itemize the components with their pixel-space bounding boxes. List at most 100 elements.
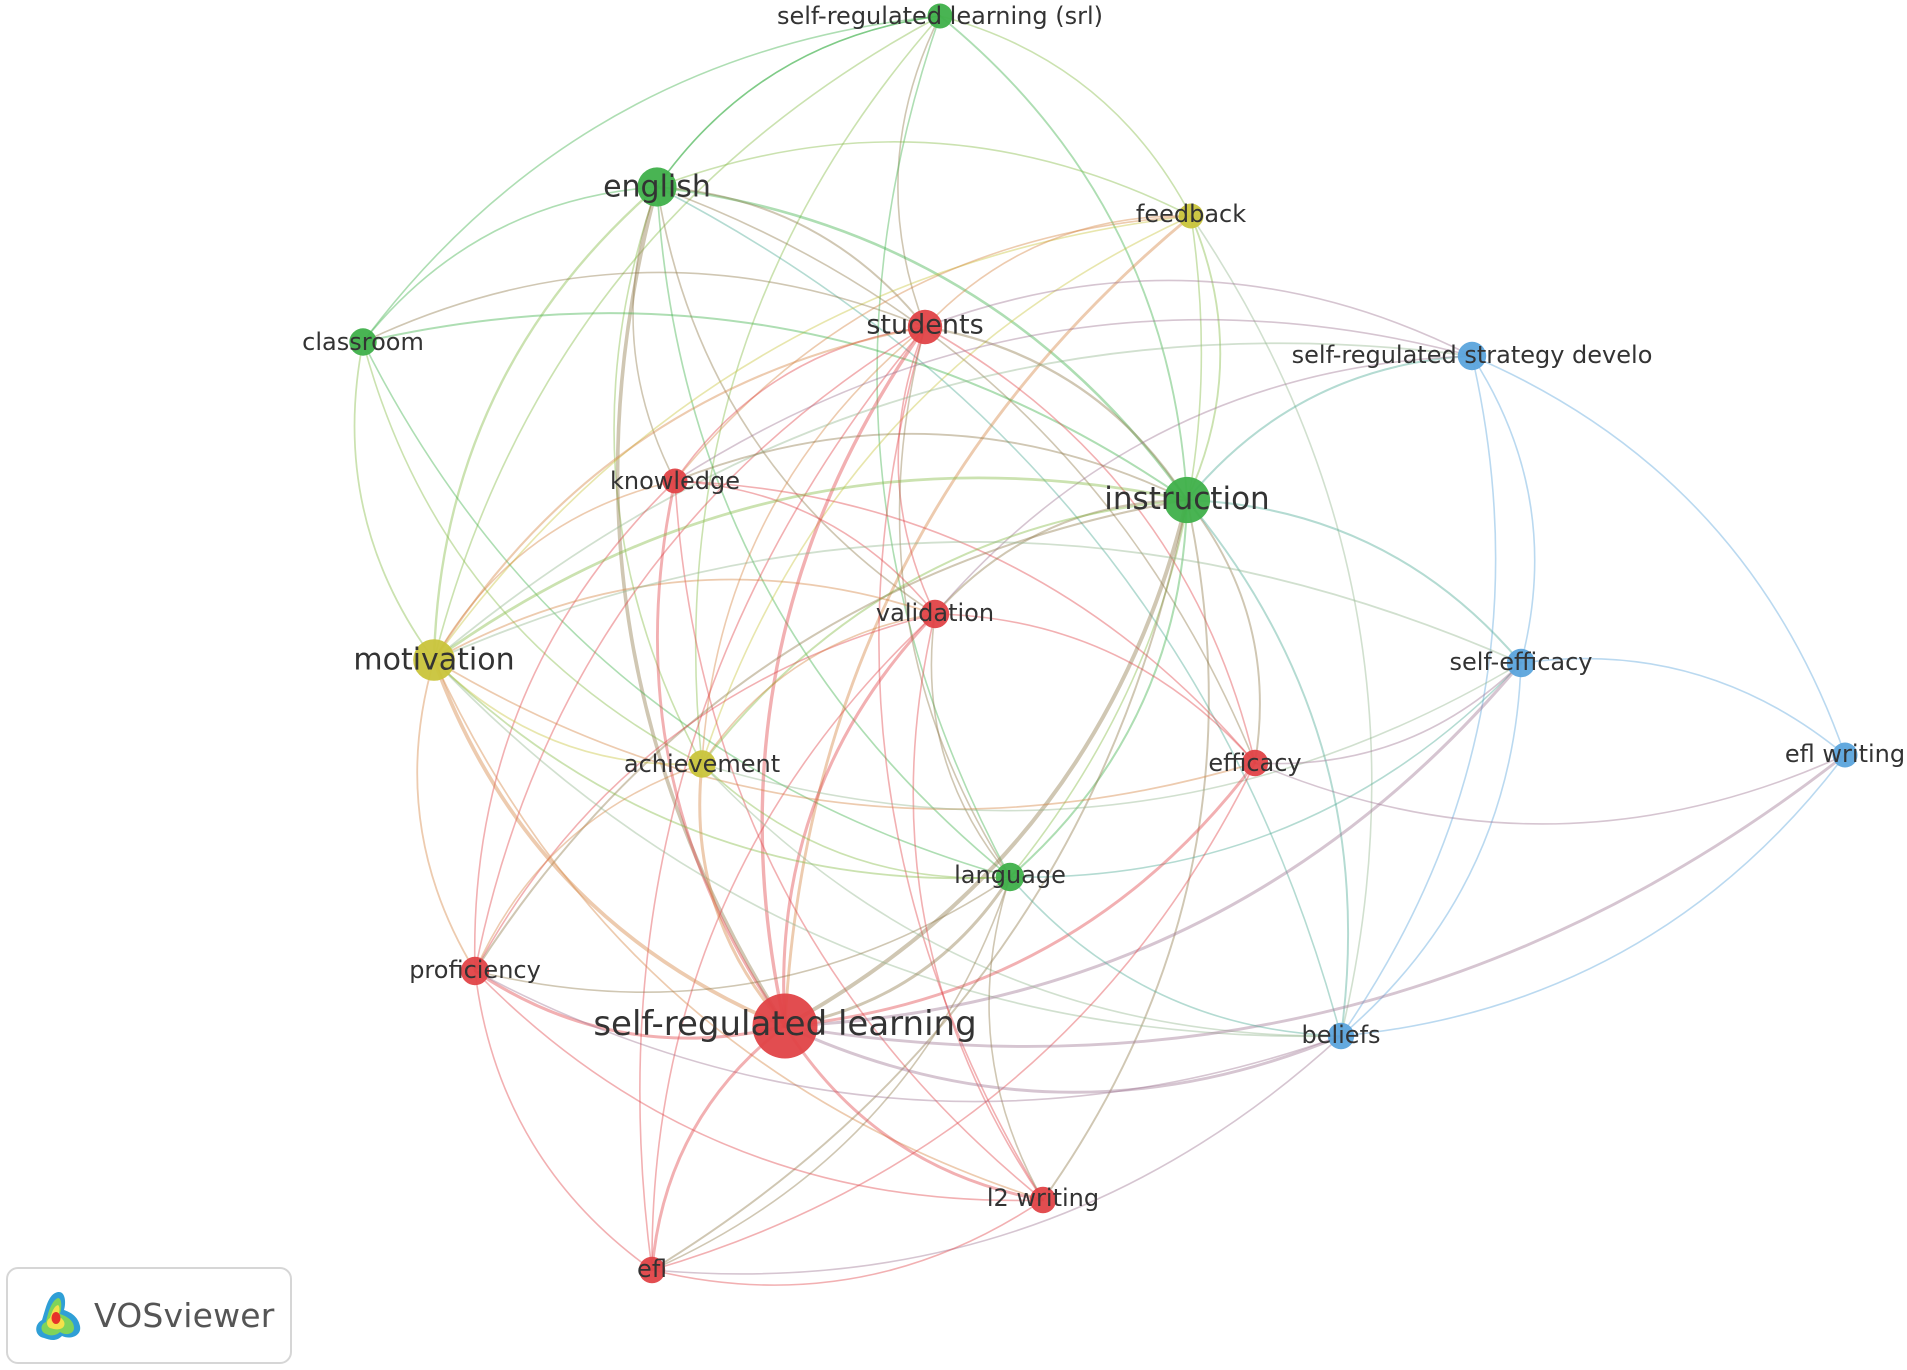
node-efficacy[interactable] [1241,749,1269,777]
node-feedback[interactable] [1178,203,1204,229]
node-motivation[interactable] [413,639,455,681]
link-feedback-students [924,215,1192,328]
link-achievement-proficiency [474,763,703,972]
link-classroom-instruction [362,312,1188,501]
link-english-language [656,186,1011,878]
link-srl_term-classroom [362,15,941,343]
link-l2writing-efl [651,1199,1044,1286]
link-feedback-knowledge [674,215,1192,482]
link-instruction-language [1008,498,1189,879]
node-classroom[interactable] [349,328,377,356]
link-srsd-eflwriting [1471,355,1846,756]
node-label-validation: validation [876,599,994,627]
link-selfeff-efficacy [1254,662,1522,765]
link-classroom-students [362,271,926,343]
link-students-motivation [432,325,927,662]
node-beliefs[interactable] [1327,1022,1355,1050]
link-students-l2writing [878,326,1044,1201]
link-srl_term-motivation [433,15,941,661]
link-validation-achievement [701,613,936,765]
link-srsd-selfeff [1471,355,1536,664]
link-srl-efl [650,1024,787,1272]
node-l2writing[interactable] [1029,1186,1057,1214]
node-proficiency[interactable] [460,956,490,986]
node-srl[interactable] [752,993,818,1059]
node-srsd[interactable] [1457,341,1487,371]
link-selfeff-achievement [701,662,1522,812]
node-label-english: english [603,170,711,205]
node-knowledge[interactable] [662,468,688,494]
link-students-language [898,326,1011,878]
link-selfeff-language [1009,662,1522,878]
node-label-selfeff: self-efficacy [1449,648,1592,676]
link-knowledge-motivation [433,480,676,661]
node-label-efl: efl [637,1255,667,1283]
link-students-srsd [924,279,1473,357]
node-students[interactable] [907,309,943,345]
link-motivation-achievement [433,659,703,766]
link-feedback-beliefs [1190,215,1373,1037]
link-selfeff-srl [783,661,1523,1028]
link-srl_term-language [876,15,1011,878]
node-validation[interactable] [920,599,950,629]
vosviewer-badge: VOSviewer [6,1267,292,1364]
link-knowledge-validation [674,480,936,615]
link-english-motivation [432,185,659,662]
link-motivation-l2writing [433,659,1044,1201]
vosviewer-logo-text: VOSviewer [94,1296,275,1335]
link-efficacy-eflwriting [1254,754,1846,825]
node-language[interactable] [995,862,1025,892]
node-label-classroom: classroom [302,328,424,356]
link-proficiency-l2writing [474,970,1044,1202]
link-students-knowledge [674,326,926,482]
link-students-proficiency [474,326,926,972]
link-classroom-language [362,341,1011,878]
node-selfeff[interactable] [1506,648,1536,678]
node-srl_term[interactable] [927,3,953,29]
node-label-l2writing: l2 writing [987,1184,1099,1212]
link-instruction-proficiency [473,498,1189,973]
link-knowledge-l2writing [674,480,1044,1201]
node-label-beliefs: beliefs [1301,1021,1380,1049]
node-eflwriting[interactable] [1832,742,1858,768]
link-feedback-motivation [433,215,1192,661]
link-validation-efl [651,613,936,1271]
link-validation-efficacy [934,613,1256,764]
link-selfeff-eflwriting [1520,657,1846,756]
link-english-classroom [362,186,658,343]
link-srl_term-students [897,15,941,328]
node-efl[interactable] [638,1256,666,1284]
link-language-srl [783,875,1012,1028]
link-validation-language [930,613,1011,878]
link-knowledge-instruction [674,432,1188,501]
link-eflwriting-beliefs [1340,754,1846,1037]
link-efficacy-efl [651,762,1256,1271]
link-knowledge-srl [656,479,787,1028]
link-students-instruction [923,325,1189,502]
node-label-efficacy: efficacy [1208,749,1301,777]
link-english-validation [656,186,936,615]
edges-layer [353,15,1847,1286]
link-english-srl [615,185,787,1028]
node-label-srsd: self-regulated strategy develo [1292,341,1653,369]
link-english-instruction [655,185,1189,502]
link-instruction-beliefs [1186,499,1350,1037]
node-instruction[interactable] [1163,476,1211,524]
link-english-feedback [656,141,1192,217]
link-srl-l2writing [783,1024,1045,1202]
link-achievement-srl [698,762,787,1028]
link-srsd-motivation [433,342,1473,661]
link-srl_term-english [656,15,941,188]
link-beliefs-efl [651,1035,1342,1275]
link-knowledge-proficiency [473,480,676,972]
link-srsd-beliefs [1340,355,1497,1037]
link-english-beliefs [656,186,1342,1037]
link-instruction-efl [651,499,1188,1271]
link-validation-srl [782,612,937,1028]
link-students-srl [760,325,927,1028]
node-label-feedback: feedback [1136,200,1246,228]
link-language-proficiency [474,876,1011,993]
node-achievement[interactable] [688,750,716,778]
node-english[interactable] [637,167,677,207]
